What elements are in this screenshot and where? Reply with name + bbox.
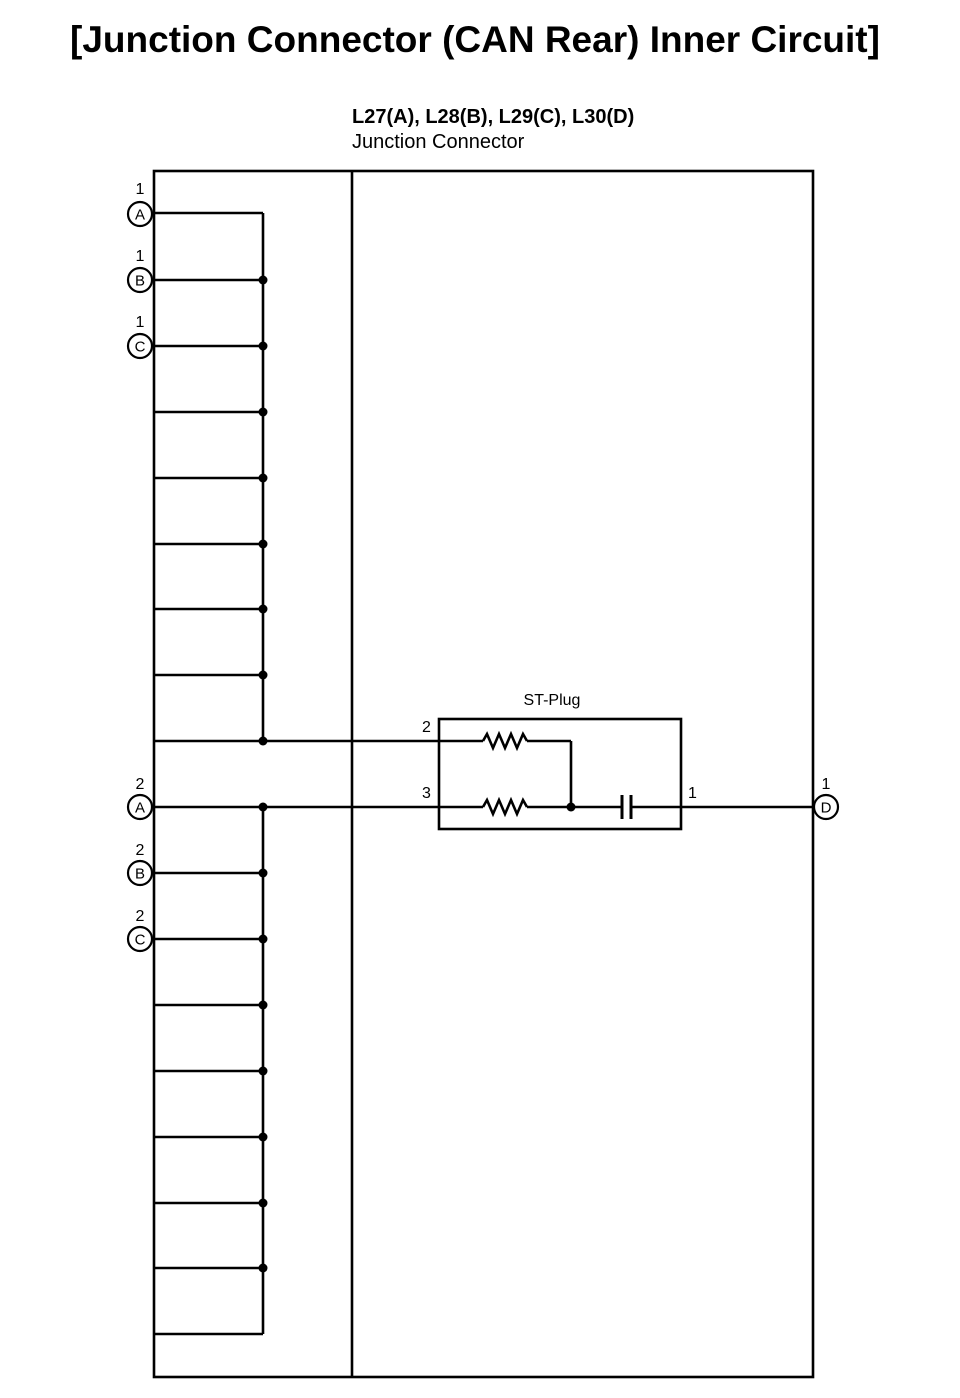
st-plug-pin-2: 2 — [422, 719, 431, 736]
terminal-c-pin-2: 2 C — [126, 908, 154, 953]
svg-text:2: 2 — [136, 842, 145, 859]
st-plug-pin-3: 3 — [422, 785, 431, 802]
terminal-d-pin-1: 1 D — [812, 776, 840, 821]
terminal-b-pin-2: 2 B — [126, 842, 154, 887]
terminal-a-pin-1: 1 A — [126, 181, 154, 228]
svg-text:1: 1 — [822, 776, 831, 793]
svg-text:B: B — [135, 273, 145, 290]
st-plug-internals — [439, 730, 813, 819]
svg-text:A: A — [135, 207, 145, 224]
svg-text:B: B — [135, 866, 145, 883]
svg-text:1: 1 — [136, 314, 145, 331]
svg-text:D: D — [821, 800, 832, 817]
junction-connector-outline — [152, 169, 815, 1379]
upper-bus — [154, 211, 439, 746]
st-plug-box — [437, 717, 683, 831]
svg-text:1: 1 — [136, 181, 145, 198]
terminal-c-pin-1: 1 C — [126, 314, 154, 360]
lower-bus — [154, 802, 439, 1336]
svg-text:2: 2 — [136, 776, 145, 793]
svg-text:2: 2 — [136, 908, 145, 925]
page-title: [Junction Connector (CAN Rear) Inner Cir… — [70, 19, 880, 60]
st-plug-label: ST-Plug — [524, 692, 581, 709]
terminal-a-pin-2: 2 A — [126, 776, 154, 821]
connector-codes: L27(A), L28(B), L29(C), L30(D) — [352, 106, 634, 128]
svg-text:A: A — [135, 800, 145, 817]
resistor-bottom-icon — [481, 796, 529, 818]
svg-text:1: 1 — [136, 248, 145, 265]
resistor-top-icon — [481, 730, 529, 752]
terminal-b-pin-1: 1 B — [126, 248, 154, 294]
svg-text:C: C — [135, 339, 146, 356]
st-plug-pin-1: 1 — [688, 785, 697, 802]
svg-text:C: C — [135, 932, 146, 949]
connector-name: Junction Connector — [352, 131, 525, 153]
